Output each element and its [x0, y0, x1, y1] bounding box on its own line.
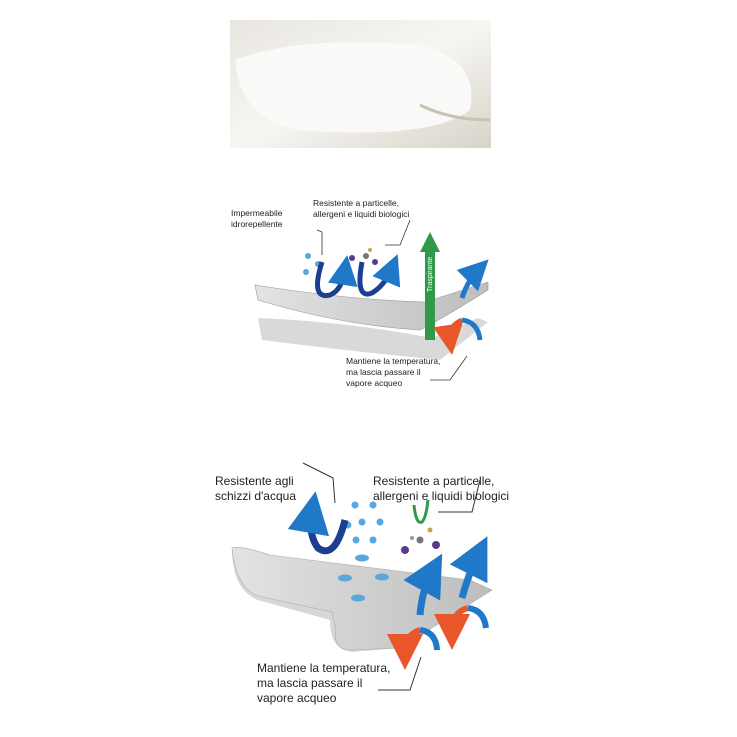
vapor-arrow-icon — [403, 553, 443, 616]
label-waterproof-1: Impermeabile — [231, 208, 283, 218]
leader-line — [302, 462, 336, 504]
leader-line — [378, 656, 422, 691]
particle-icons — [349, 248, 378, 265]
leader-line — [385, 219, 411, 246]
lower-sheet — [258, 318, 488, 360]
label-temperature-2: ma lascia passare il — [346, 367, 421, 377]
label-temperature-3: vapore acqueo — [346, 378, 403, 388]
diagram-large: Resistente agli schizzi d'acqua Resisten… — [215, 462, 509, 705]
vapor-loop-icon — [419, 627, 440, 651]
label-temperature-1: Mantiene la temperatura, — [346, 356, 441, 366]
leader-line — [430, 355, 468, 381]
label-temperature-1: Mantiene la temperatura, — [257, 661, 390, 675]
vapor-arrow-icon — [456, 259, 489, 299]
vapor-loop-icon — [461, 317, 483, 341]
pillow-photo — [230, 20, 491, 148]
label-particles-2: allergeni e liquidi biologici — [313, 209, 410, 219]
particle-icons — [401, 527, 440, 554]
label-waterproof-2: idrorepellente — [231, 219, 283, 229]
repel-arrow-icon — [315, 255, 358, 299]
green-arrow — [425, 250, 435, 340]
water-drop-icons — [338, 501, 389, 602]
label-particles-1: Resistente a particelle, — [313, 198, 399, 208]
label-temperature-2: ma lascia passare il — [257, 676, 362, 690]
vapor-arrow-icon — [449, 536, 488, 599]
repel-arrow-icon — [287, 491, 349, 555]
label-splash-1: Resistente agli — [215, 474, 294, 488]
label-particles-2: allergeni e liquidi biologici — [373, 489, 509, 503]
label-breathable: Traspirante — [427, 257, 434, 292]
green-repel-arrow-icon — [412, 499, 430, 524]
leader-line — [438, 479, 481, 513]
diagram-small: Traspirante Impermeabile idrorepellente … — [231, 198, 489, 388]
repel-arrow-icon — [357, 254, 401, 297]
leader-line — [316, 229, 323, 255]
label-particles-1: Resistente a particelle, — [373, 474, 494, 488]
label-temperature-3: vapore acqueo — [257, 691, 337, 705]
label-splash-2: schizzi d'acqua — [215, 489, 296, 503]
heat-arrow-icon — [434, 605, 471, 650]
vapor-loop-icon — [467, 605, 489, 629]
heat-arrow-icon — [433, 317, 464, 355]
heat-arrow-icon — [387, 627, 424, 670]
